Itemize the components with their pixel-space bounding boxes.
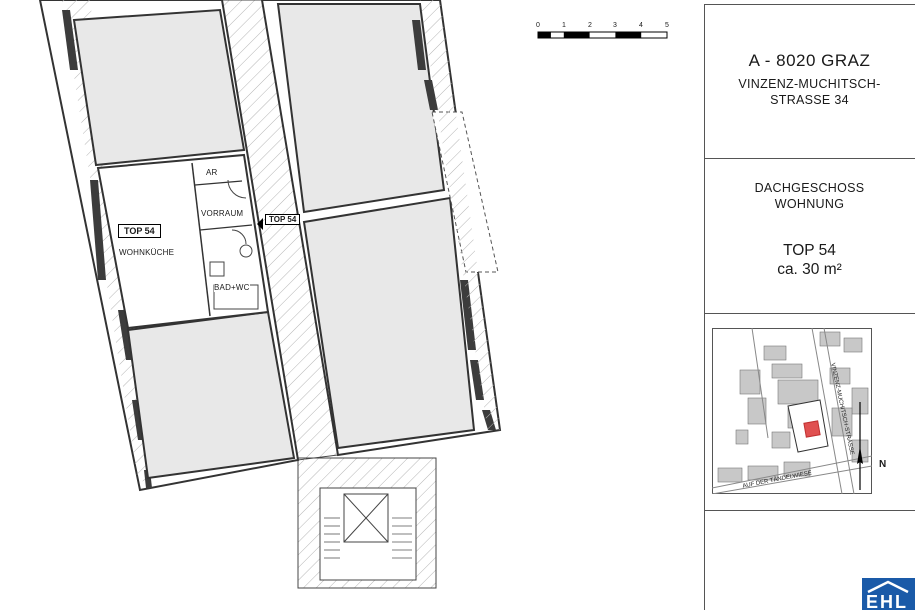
logo-text: EHL bbox=[866, 592, 908, 610]
panel-top-border bbox=[704, 4, 915, 5]
room-upper-left bbox=[72, 8, 246, 167]
unit-name: TOP 54 bbox=[783, 242, 836, 259]
scale-bar bbox=[537, 31, 668, 39]
floor-plan bbox=[38, 0, 668, 589]
right-facade-windows bbox=[412, 20, 496, 430]
project-city: A - 8020 GRAZ bbox=[748, 51, 871, 70]
panel-divider bbox=[704, 313, 915, 314]
scale-tick: 0 bbox=[536, 22, 540, 29]
floor-line1: DACHGESCHOSS bbox=[754, 181, 865, 195]
project-street-line2: STRASSE 34 bbox=[770, 93, 849, 107]
north-label: N bbox=[879, 459, 887, 470]
scale-tick: 3 bbox=[613, 22, 617, 29]
room-label-hall: VORRAUM bbox=[201, 209, 244, 218]
room-upper-right bbox=[276, 3, 446, 214]
floor-line2: WOHNUNG bbox=[774, 197, 845, 211]
project-street-line1: VINZENZ-MUCHITSCH- bbox=[738, 77, 881, 91]
scale-tick: 4 bbox=[639, 22, 643, 29]
left-wing-outline bbox=[38, 0, 300, 492]
info-panel bbox=[704, 4, 915, 610]
room-label-bath: BAD+WC bbox=[214, 283, 250, 292]
ehl-logo: EHL bbox=[862, 578, 915, 610]
unit-tag: TOP 54 bbox=[118, 224, 161, 238]
panel-divider bbox=[704, 510, 915, 511]
unit-area: ca. 30 m² bbox=[777, 261, 842, 278]
wc bbox=[239, 244, 253, 258]
unit-highlight bbox=[803, 420, 821, 438]
room-lower-right bbox=[302, 196, 476, 450]
scale-tick: 1 bbox=[562, 22, 566, 29]
panel-divider bbox=[704, 158, 915, 159]
entrance-tag: TOP 54 bbox=[265, 214, 301, 225]
scale-tick: 5 bbox=[665, 22, 669, 29]
room-lower-left bbox=[126, 310, 296, 480]
scale-tick: 2 bbox=[588, 22, 592, 29]
room-label-kitchen: WOHNKÜCHE bbox=[119, 248, 175, 257]
room-label-storage: AR bbox=[206, 168, 218, 177]
entry-arrow bbox=[257, 218, 263, 230]
north-arrow bbox=[857, 402, 863, 490]
site-map bbox=[712, 328, 872, 494]
